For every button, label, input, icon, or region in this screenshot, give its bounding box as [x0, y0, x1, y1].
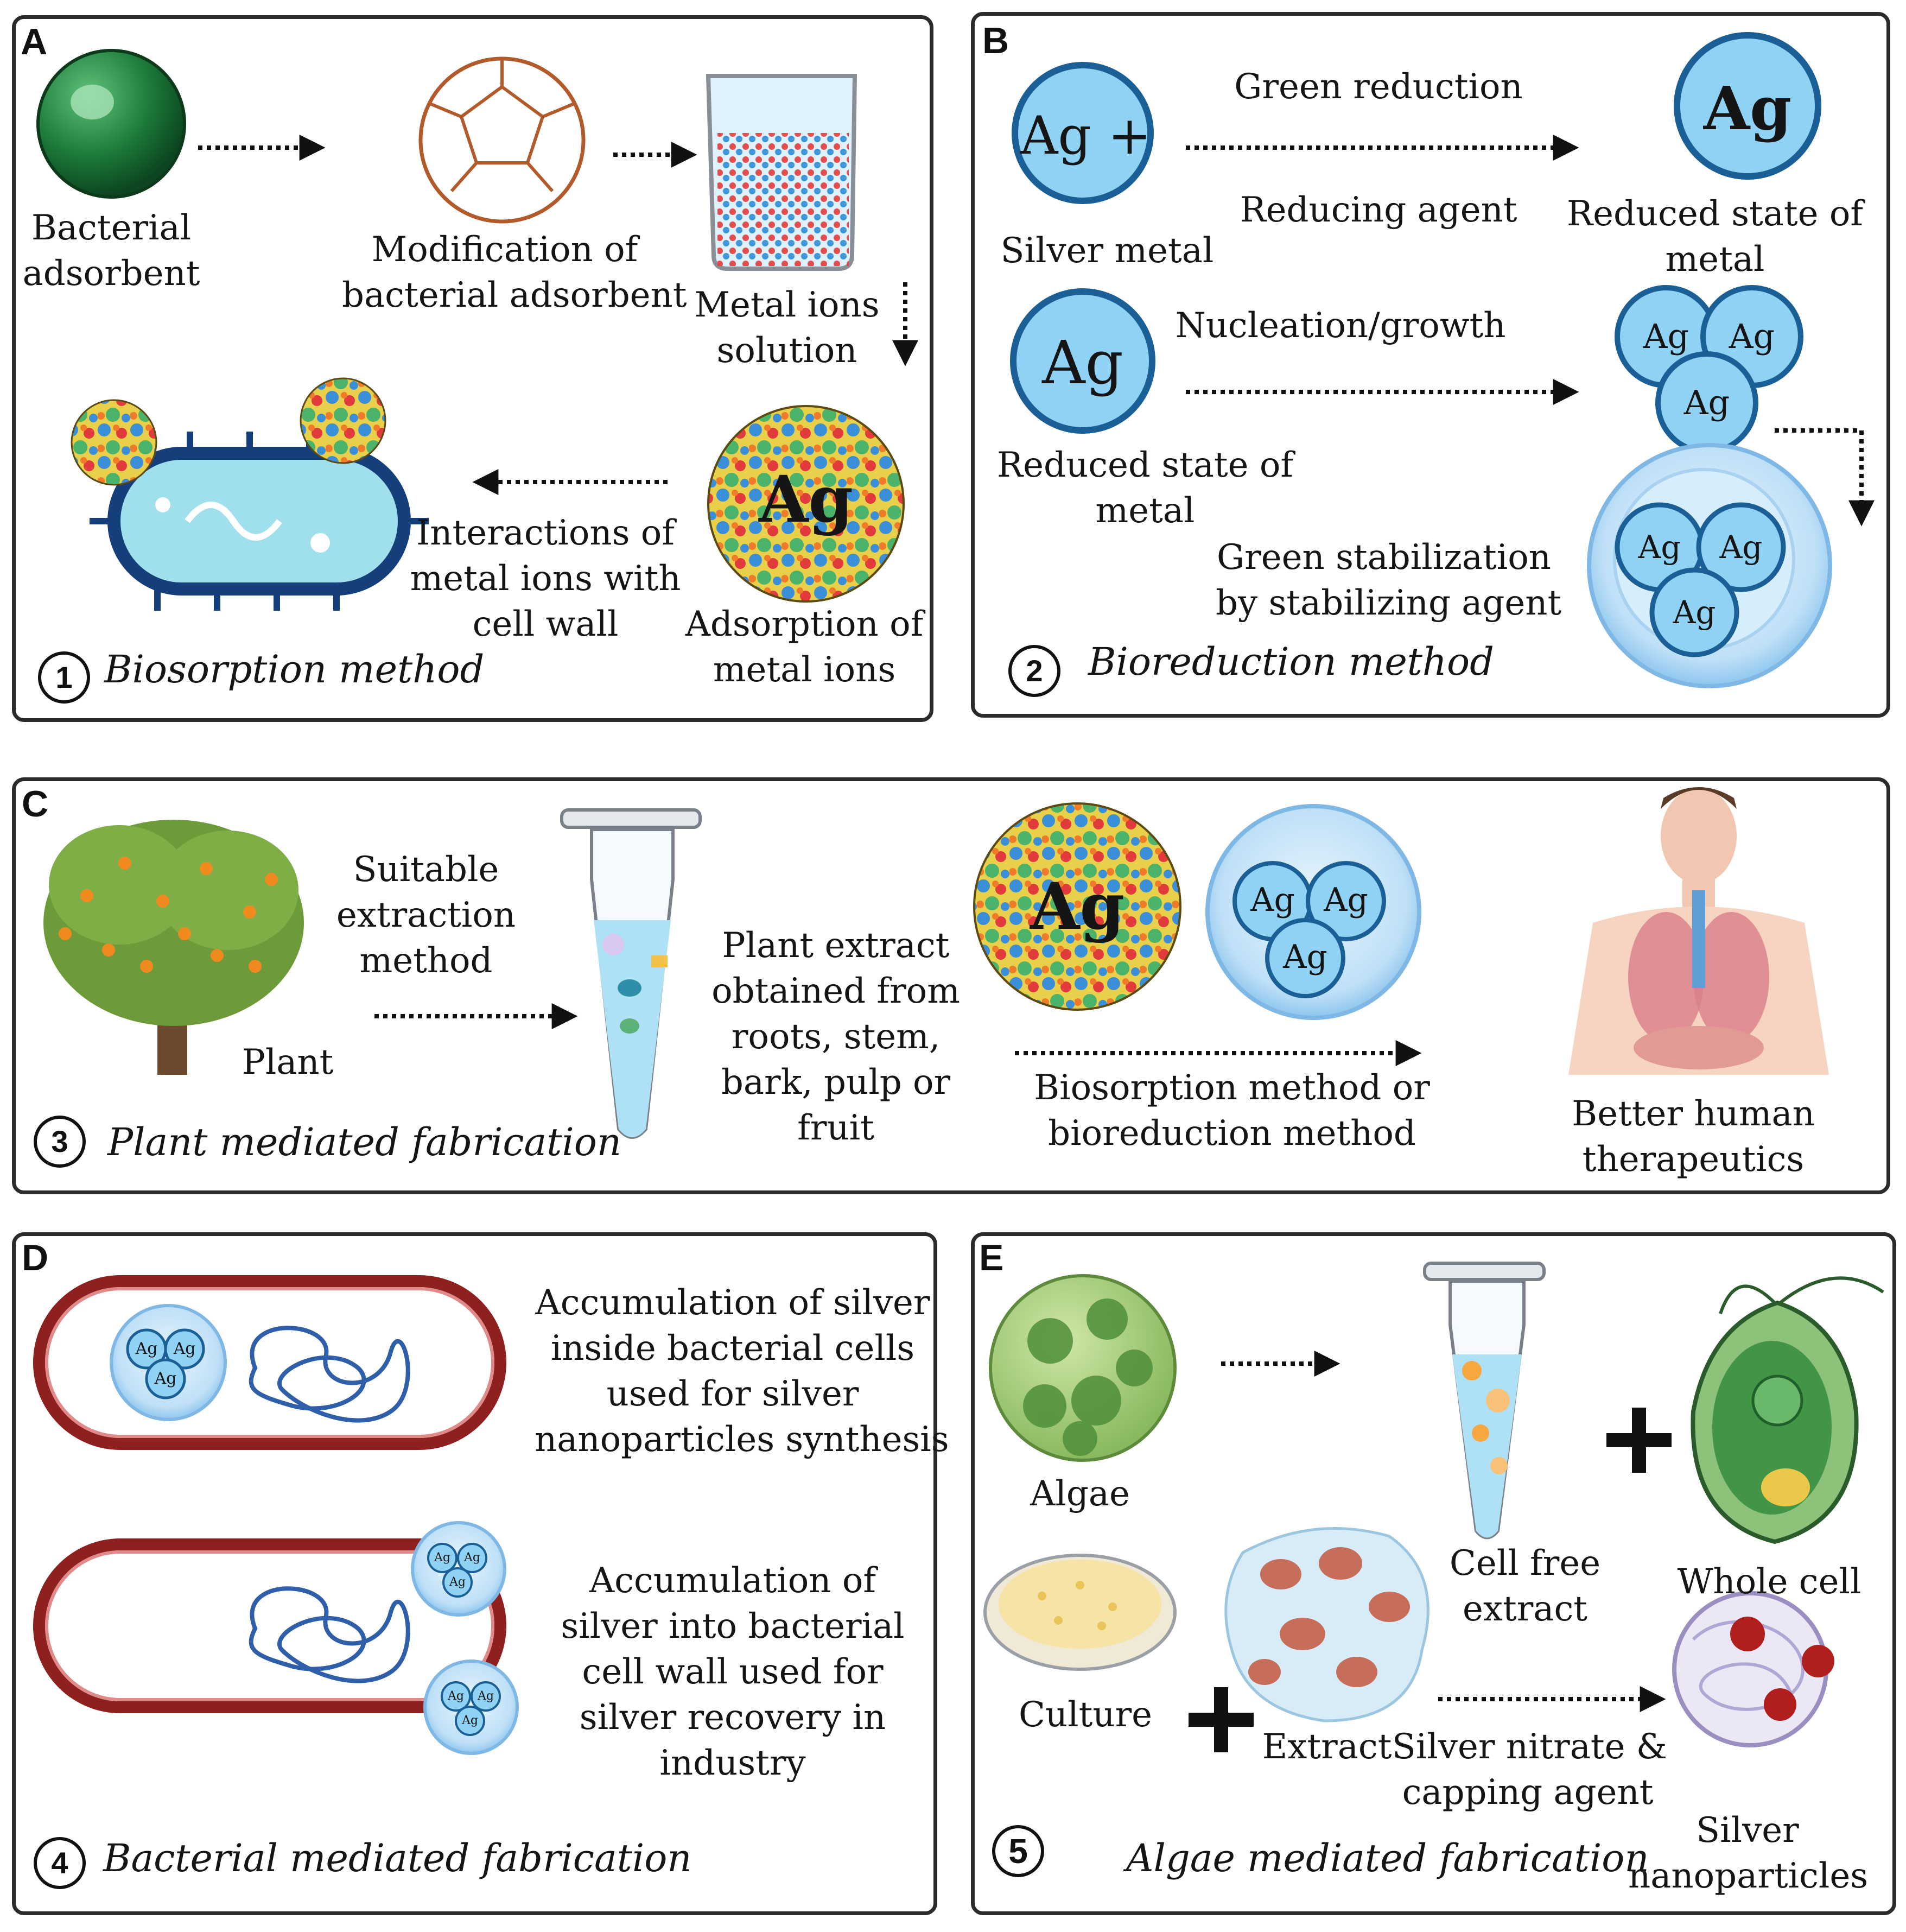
method-title-c: Plant mediated fabrication	[107, 1120, 622, 1164]
ag-label-d2: Ag	[173, 1339, 196, 1358]
label-algae: Algae	[1030, 1474, 1130, 1514]
panel-letter-e: E	[979, 1237, 1004, 1278]
ag-label-d7: Ag	[448, 1689, 464, 1703]
ag-plus-label: Ag +	[1020, 105, 1152, 166]
ag-label-b4: Ag	[1729, 316, 1775, 356]
step-number-4: 4	[34, 1837, 86, 1889]
panel-letter-c: C	[22, 783, 49, 825]
algae-icon	[989, 1274, 1177, 1462]
bacterium-icon	[90, 432, 429, 611]
ag-mosaic-c	[973, 802, 1181, 1011]
ag-label-d4: Ag	[434, 1551, 450, 1564]
plus-icon-1	[1606, 1408, 1672, 1473]
ag-label-d1: Ag	[135, 1339, 158, 1358]
label-whole-cell: Whole cell	[1677, 1562, 1861, 1602]
method-title-d: Bacterial mediated fabrication	[103, 1836, 692, 1880]
ag-label-d5: Ag	[464, 1551, 480, 1564]
panel-letter-b: B	[982, 20, 1009, 61]
test-tube-icon	[560, 808, 702, 1139]
method-title-b: Bioreduction method	[1088, 639, 1494, 684]
label-reducing-agent: Reducing agent	[1240, 190, 1517, 230]
label-extract: Extract	[1262, 1727, 1392, 1767]
panel-c	[12, 777, 1890, 1194]
ag-atom-nucleation	[1010, 288, 1155, 434]
ag-reduced-atom	[1674, 32, 1821, 180]
step-number-1: 1	[38, 651, 90, 704]
ag-label-d8: Ag	[478, 1689, 494, 1703]
fullerene-icon	[418, 56, 586, 224]
ag-label-c2: Ag	[1250, 881, 1295, 919]
petri-dish-icon	[983, 1554, 1177, 1671]
ag-label-b5: Ag	[1683, 383, 1730, 422]
step-number-2: 2	[1008, 645, 1060, 697]
ag-label-b2: Ag	[1042, 328, 1123, 397]
ag-label-b6: Ag	[1638, 529, 1681, 566]
ag-label-d9: Ag	[462, 1714, 478, 1727]
ag-label-d6: Ag	[449, 1575, 466, 1589]
label-silver-nitrate: Silver nitrate &capping agent	[1392, 1727, 1667, 1813]
method-title-e: Algae mediated fabrication	[1126, 1836, 1649, 1880]
ag-label-d3: Ag	[154, 1369, 177, 1388]
beaker-icon	[706, 74, 857, 271]
bacterial-adsorbent-sphere	[36, 49, 186, 199]
ag-plus-ion	[1012, 62, 1154, 204]
bacterial-cell-1	[33, 1275, 506, 1450]
panel-letter-d: D	[22, 1237, 49, 1278]
ag-label-b7: Ag	[1719, 529, 1763, 566]
ag-label-b3: Ag	[1643, 316, 1689, 356]
ag-label-b1: Ag	[1703, 73, 1792, 143]
label-green-reduction: Green reduction	[1234, 67, 1523, 107]
ag-label-c1: Ag	[1030, 869, 1125, 944]
adsorbed-ag-sphere	[707, 405, 905, 603]
tree-icon	[43, 820, 304, 1075]
ag-label-b8: Ag	[1673, 594, 1716, 631]
tissue-extract-icon	[1224, 1526, 1430, 1722]
label-nucleation: Nucleation/growth	[1175, 306, 1506, 346]
cell-free-tube-icon	[1423, 1262, 1546, 1540]
bacterial-cell-2	[33, 1521, 519, 1755]
method-title-a: Biosorption method	[104, 647, 485, 692]
label-plant: Plant	[242, 1042, 334, 1082]
human-icon	[1568, 787, 1829, 1075]
step-number-3: 3	[34, 1116, 86, 1168]
label-silver-metal: Silver metal	[1000, 231, 1214, 271]
panel-letter-a: A	[21, 21, 48, 62]
plus-icon-2	[1189, 1687, 1254, 1752]
whole-cell-icon	[1691, 1276, 1884, 1544]
step-number-5: 5	[992, 1825, 1044, 1877]
ag-label-c4: Ag	[1283, 938, 1327, 976]
label-culture: Culture	[1018, 1695, 1153, 1735]
ag-label-a: Ag	[758, 461, 854, 537]
silver-nanoparticles-icon	[1672, 1591, 1834, 1747]
ag-label-c3: Ag	[1324, 881, 1368, 919]
